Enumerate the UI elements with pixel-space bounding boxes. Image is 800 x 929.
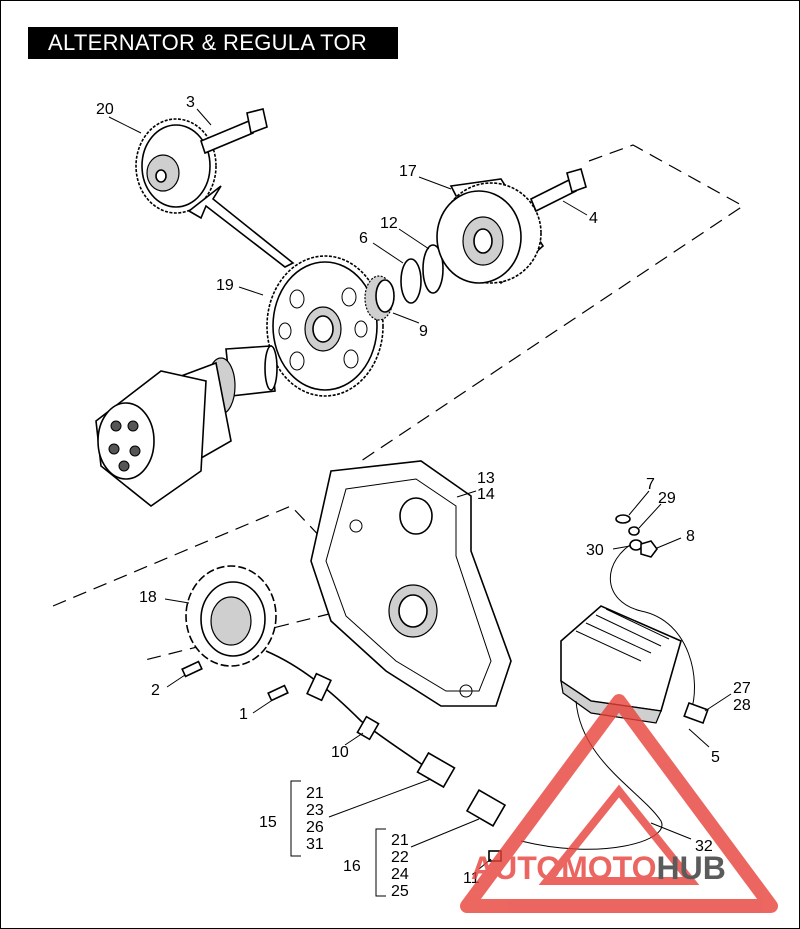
part-8-nut [640,540,658,558]
bracket-16 [375,828,386,897]
callout-24: 24 [391,866,409,883]
callout-32: 32 [695,838,713,855]
callout-9: 9 [419,323,428,340]
callout-30: 30 [586,542,604,559]
callout-27: 27 [733,680,751,697]
part-9-bearing [364,275,395,321]
watermark-hub: HUB [656,850,725,886]
part-4-bolt [529,168,587,213]
callout-13: 13 [477,470,495,487]
callout-1: 1 [239,706,248,723]
watermark-auto: AUTO [471,850,561,886]
part-2-screw [181,660,203,678]
part-1-screw [267,684,289,702]
callout-26: 26 [306,819,324,836]
watermark: AUTOMOTOHUB [460,694,778,913]
callout-labels: 20 3 17 4 12 6 19 9 13 14 7 29 30 8 18 2… [96,94,751,900]
callout-31: 31 [306,836,324,853]
callout-5: 5 [711,749,720,766]
watermark-inner-triangle-icon [538,784,700,885]
callout-10: 10 [331,744,349,761]
callout-7: 7 [646,476,655,493]
callout-8: 8 [686,528,695,545]
callout-29: 29 [658,490,676,507]
watermark-text: AUTOMOTOHUB [471,850,726,886]
part-19-alternator-gear [266,255,384,397]
callout-18: 18 [139,589,157,606]
stator-harness [265,650,432,772]
diagram-title: ALTERNATOR & REGULA TOR [28,27,398,59]
regulator-connector [465,789,507,827]
callout-2: 2 [151,682,160,699]
part-6-washer [400,258,422,304]
part-20-drive-gear [135,118,217,214]
part-13-14-cover [310,460,512,707]
regulator-harness [520,700,663,850]
harness-tab [306,672,332,702]
part-12-retaining-ring [422,244,444,294]
part-29-washer [628,526,640,536]
callout-17: 17 [399,163,417,180]
leader-lines [108,108,732,870]
callout-3: 3 [186,94,195,111]
pointer-arrow [187,185,295,268]
regulator-ground-wire [609,540,695,712]
bracket-15 [290,780,301,857]
watermark-triangle-icon [460,694,778,913]
callout-21-a: 21 [306,785,324,802]
part-7-nut [615,514,631,524]
callout-12: 12 [380,215,398,232]
callout-6: 6 [359,230,368,247]
part-27-28-connector [683,701,709,725]
callout-25: 25 [391,883,409,900]
part-18-stator [185,565,277,667]
callout-16: 16 [343,858,361,875]
callout-22: 22 [391,849,409,866]
callout-4: 4 [589,210,598,227]
callout-23: 23 [306,802,324,819]
watermark-moto: MOTO [561,850,656,886]
callout-20: 20 [96,101,114,118]
dashed-guide-upper [360,144,745,462]
callout-15: 15 [259,814,277,831]
callout-28: 28 [733,697,751,714]
part-3-bolt [200,108,268,155]
callout-19: 19 [216,277,234,294]
callout-14: 14 [477,486,495,503]
crankshaft [95,345,278,507]
part-17-rotor [436,178,545,285]
callout-21-b: 21 [391,832,409,849]
